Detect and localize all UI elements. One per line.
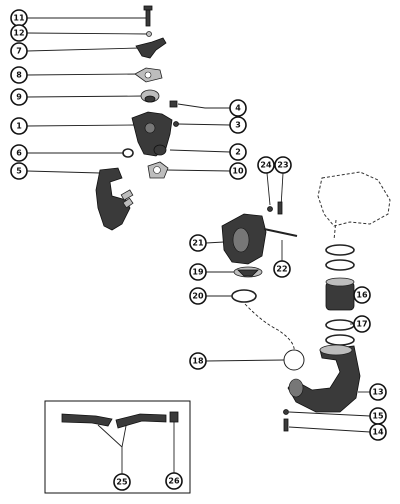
svg-text:14: 14 [372,428,384,437]
svg-text:2: 2 [235,148,241,157]
svg-text:16: 16 [356,291,368,300]
callout-17: 17 [353,315,371,333]
svg-text:12: 12 [13,29,24,38]
callout-7: 7 [10,42,28,60]
svg-text:26: 26 [168,477,180,486]
callout-16: 16 [353,286,371,304]
callout-25: 25 [113,473,131,491]
svg-text:21: 21 [192,239,204,248]
callout-10: 10 [229,162,247,180]
svg-text:1: 1 [16,122,22,131]
svg-text:5: 5 [16,167,22,176]
svg-text:7: 7 [16,47,22,56]
svg-text:8: 8 [16,71,22,80]
callout-22: 22 [273,260,291,278]
callout-14: 14 [369,423,387,441]
callout-20: 20 [189,287,207,305]
callout-4: 4 [229,99,247,117]
callout-8: 8 [10,66,28,84]
callout-6: 6 [10,144,28,162]
svg-text:25: 25 [116,478,128,487]
callout-11: 11 [10,9,28,27]
callout-24: 24 [257,156,275,174]
svg-text:3: 3 [235,121,241,130]
svg-text:20: 20 [192,292,204,301]
svg-text:4: 4 [235,104,241,113]
callout-13: 13 [369,383,387,401]
callout-9: 9 [10,88,28,106]
svg-text:23: 23 [277,161,288,170]
svg-text:11: 11 [13,14,25,23]
svg-text:22: 22 [276,265,287,274]
callout-3: 3 [229,116,247,134]
svg-text:24: 24 [260,161,272,170]
callout-23: 23 [274,156,292,174]
thermostat-housing-assembly [95,5,179,231]
svg-text:10: 10 [232,167,244,176]
callouts: 11 12 7 8 9 4 1 3 6 2 5 10 24 23 21 22 1… [10,9,387,491]
callout-1: 1 [10,117,28,135]
callout-21: 21 [189,234,207,252]
callout-15: 15 [369,407,387,425]
svg-text:6: 6 [16,149,22,158]
callout-5: 5 [10,162,28,180]
svg-text:18: 18 [192,357,204,366]
svg-text:13: 13 [372,388,383,397]
callout-19: 19 [189,263,207,281]
callout-18: 18 [189,352,207,370]
callout-12: 12 [10,24,28,42]
water-outlet-assembly [221,171,391,432]
svg-text:19: 19 [192,268,204,277]
svg-text:15: 15 [372,412,384,421]
callout-2: 2 [229,143,247,161]
leader-lines [26,17,371,474]
inset-box [44,400,191,494]
callout-26: 26 [165,472,183,490]
svg-text:17: 17 [356,320,367,329]
svg-text:9: 9 [16,93,22,102]
